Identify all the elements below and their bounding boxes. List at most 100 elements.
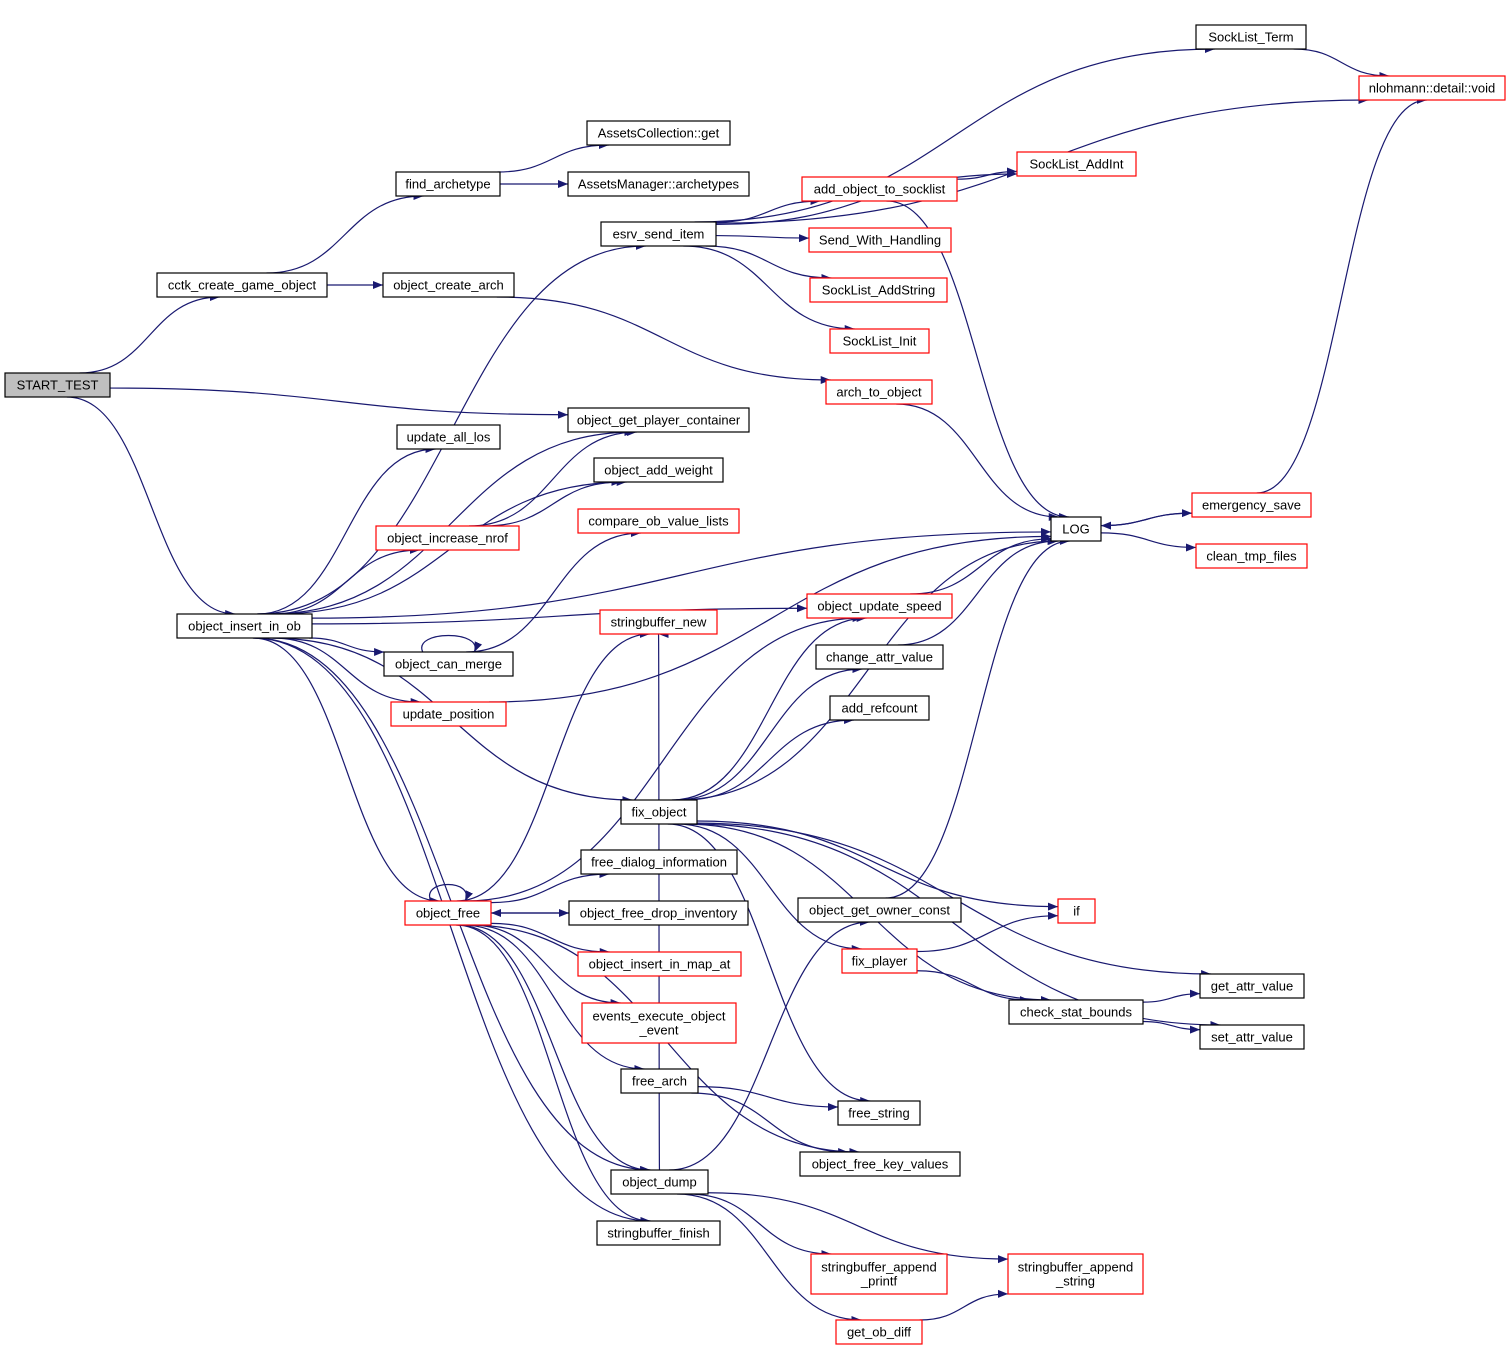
node-assets-arch[interactable]: AssetsManager::archetypes (567, 171, 750, 197)
edge-fix_object-to-log (676, 537, 1059, 801)
node-socklist-term[interactable]: SockList_Term (1195, 24, 1307, 50)
node-box (599, 609, 718, 635)
node-fix-player[interactable]: fix_player (841, 948, 918, 974)
edge-obj_increase_nrof-to-obj_get_player (468, 428, 638, 527)
node-log[interactable]: LOG (1050, 516, 1102, 542)
node-assets-get[interactable]: AssetsCollection::get (586, 120, 731, 146)
node-set-attr[interactable]: set_attr_value (1199, 1024, 1305, 1050)
node-box (799, 1151, 961, 1177)
node-socklist-addstring[interactable]: SockList_AddString (809, 277, 948, 303)
edge-start_test-to-cctk (79, 293, 220, 374)
node-check-stat[interactable]: check_stat_bounds (1008, 999, 1144, 1025)
node-box (808, 227, 952, 253)
node-box (801, 176, 958, 202)
edge-esrv_send_item-to-socklist_init (683, 245, 855, 333)
node-label: events_execute_object (593, 1009, 726, 1024)
node-box (596, 1220, 721, 1246)
node-arch-to-object[interactable]: arch_to_object (825, 379, 933, 405)
node-sb-append-printf[interactable]: stringbuffer_append_printf (810, 1253, 948, 1295)
node-change-attr[interactable]: change_attr_value (815, 644, 944, 670)
edge-obj_can_merge-to-obj_can_merge (421, 635, 483, 653)
edge-fix_object-to-free_string (667, 823, 871, 1105)
node-box (581, 1002, 737, 1044)
edge-obj_free-to-stringbuffer_new (456, 630, 650, 902)
node-send-with-handling[interactable]: Send_With_Handling (808, 227, 952, 253)
edge-update_position-to-log (489, 532, 1052, 703)
node-label: stringbuffer_finish (607, 1226, 709, 1241)
node-get-ob-diff[interactable]: get_ob_diff (835, 1319, 923, 1345)
node-label: nlohmann::detail::void (1369, 81, 1495, 96)
node-esrv-send-item[interactable]: esrv_send_item (600, 221, 717, 247)
node-label: free_string (848, 1106, 909, 1121)
node-obj-get-player[interactable]: object_get_player_container (567, 407, 750, 433)
node-box (156, 272, 328, 298)
edge-obj_free-to-free_dialog (490, 870, 610, 904)
node-obj-update-speed[interactable]: object_update_speed (806, 593, 953, 619)
node-free-dialog[interactable]: free_dialog_information (580, 849, 738, 875)
node-box (176, 613, 313, 639)
node-stringbuffer-new[interactable]: stringbuffer_new (599, 609, 718, 635)
node-label: free_arch (632, 1074, 687, 1089)
node-get-attr[interactable]: get_attr_value (1199, 973, 1305, 999)
edge-obj_insert_in_ob-to-obj_get_player (268, 428, 635, 615)
node-label: SockList_Term (1208, 30, 1293, 45)
node-cctk[interactable]: cctk_create_game_object (156, 272, 328, 298)
node-update-position[interactable]: update_position (390, 701, 507, 727)
node-compare-ob[interactable]: compare_ob_value_lists (577, 508, 740, 534)
node-if[interactable]: if (1057, 898, 1096, 924)
node-label: object_free (416, 906, 480, 921)
node-obj-can-merge[interactable]: object_can_merge (383, 651, 514, 677)
node-add-obj-socklist[interactable]: add_object_to_socklist (801, 176, 958, 202)
edge-get_ob_diff-to-sb_append_string (919, 1289, 1009, 1321)
node-label: _printf (860, 1274, 898, 1289)
node-events-exec[interactable]: events_execute_object_event (581, 1002, 737, 1044)
node-label: clean_tmp_files (1206, 549, 1297, 564)
node-obj-insert-in-ob[interactable]: object_insert_in_ob (176, 613, 313, 639)
node-label: object_insert_in_map_at (589, 957, 731, 972)
edge-fix_player-to-check_stat (916, 970, 1030, 1004)
node-update-all-los[interactable]: update_all_los (396, 424, 501, 450)
node-label: add_refcount (842, 701, 918, 716)
node-free-arch[interactable]: free_arch (620, 1068, 699, 1094)
node-obj-add-weight[interactable]: object_add_weight (593, 457, 724, 483)
node-sb-append-string[interactable]: stringbuffer_append_string (1007, 1253, 1144, 1295)
node-find-arch[interactable]: find_archetype (395, 171, 501, 197)
node-obj-free-drop[interactable]: object_free_drop_inventory (568, 900, 749, 926)
edge-socklist_term-to-nlohmann_void (1293, 48, 1390, 80)
node-obj-free[interactable]: object_free (404, 900, 492, 926)
node-box (580, 849, 738, 875)
node-socklist-init[interactable]: SockList_Init (829, 328, 930, 354)
node-obj-get-owner[interactable]: object_get_owner_const (797, 897, 962, 923)
edge-start_test-to-obj_get_player (109, 387, 569, 419)
edge-emergency_save-to-log (1100, 512, 1193, 530)
edge-obj_dump-to-get_ob_diff (677, 1193, 862, 1324)
edge-check_stat-to-get_attr (1142, 989, 1201, 1003)
node-label: object_update_speed (817, 599, 941, 614)
node-clean-tmp[interactable]: clean_tmp_files (1195, 543, 1308, 569)
node-label: free_dialog_information (591, 855, 727, 870)
node-box (829, 328, 930, 354)
node-start-test[interactable]: START_TEST (4, 372, 111, 398)
call-edges (66, 45, 1427, 1324)
node-obj-insert-map[interactable]: object_insert_in_map_at (577, 951, 742, 977)
node-box (404, 900, 492, 926)
node-label: object_insert_in_ob (188, 619, 301, 634)
node-free-string[interactable]: free_string (837, 1100, 921, 1126)
node-obj-create-arch[interactable]: object_create_arch (382, 272, 515, 298)
node-box (1358, 75, 1506, 101)
node-label: find_archetype (405, 177, 490, 192)
edge-log-to-clean_tmp (1100, 532, 1197, 552)
node-emergency-save[interactable]: emergency_save (1191, 492, 1312, 518)
edge-emergency_save-to-nlohmann_void (1256, 96, 1427, 494)
node-obj-dump[interactable]: object_dump (610, 1169, 709, 1195)
node-nlohmann-void[interactable]: nlohmann::detail::void (1358, 75, 1506, 101)
node-socklist-addint[interactable]: SockList_AddInt (1016, 151, 1137, 177)
edge-obj_insert_in_ob-to-obj_increase_nrof (272, 546, 420, 615)
node-obj-increase-nrof[interactable]: object_increase_nrof (375, 525, 520, 551)
node-add-refcount[interactable]: add_refcount (829, 695, 930, 721)
node-fix-object[interactable]: fix_object (620, 799, 698, 825)
node-obj-free-kv[interactable]: object_free_key_values (799, 1151, 961, 1177)
node-stringbuffer-finish[interactable]: stringbuffer_finish (596, 1220, 721, 1246)
node-box (809, 277, 948, 303)
